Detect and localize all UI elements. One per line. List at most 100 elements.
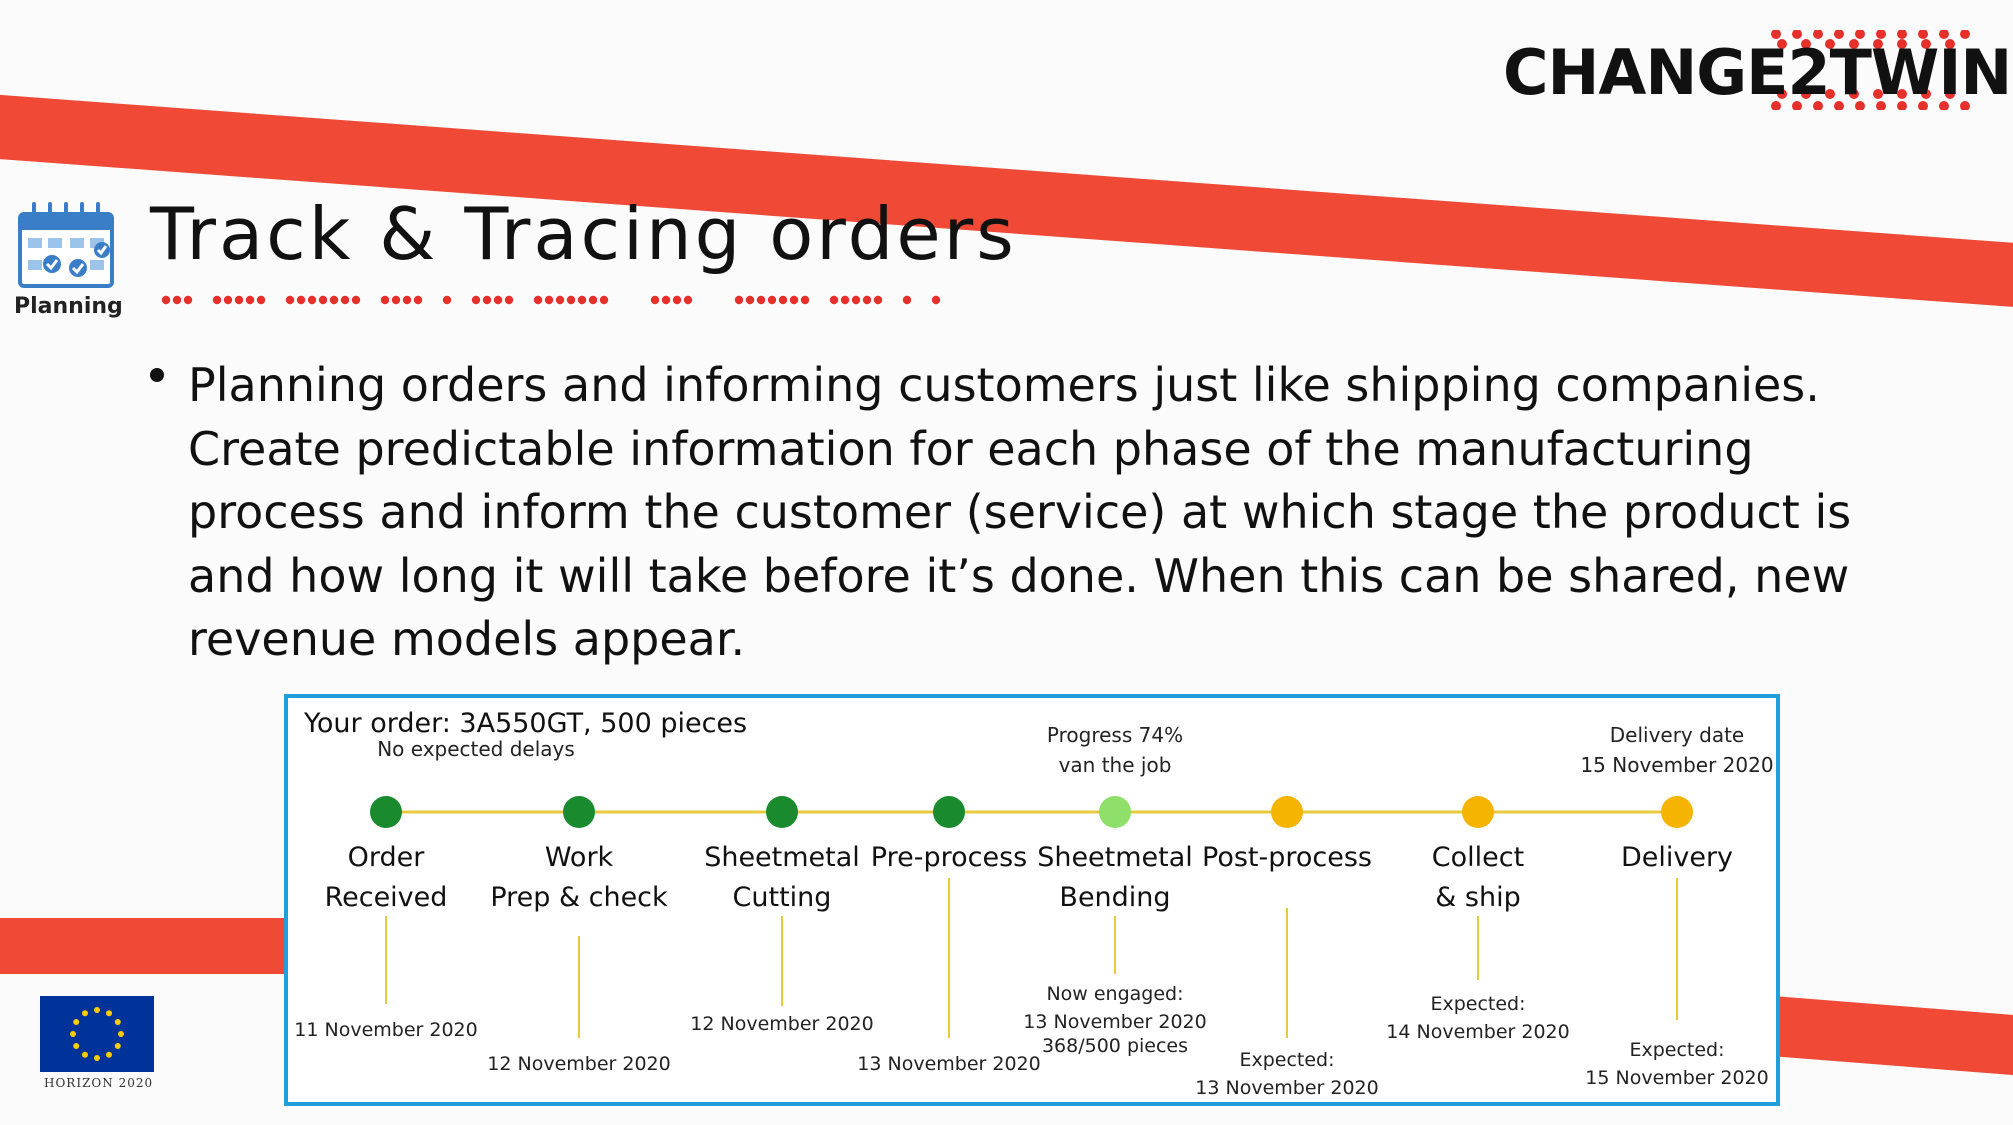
logo-dot	[1792, 101, 1802, 110]
stage-label: Received	[325, 882, 448, 913]
title-dot	[413, 295, 423, 305]
title-dot	[840, 295, 850, 305]
bullet-line: Create predictable information for each …	[188, 421, 1754, 476]
logo-dot	[1873, 89, 1883, 99]
title-dot	[307, 295, 317, 305]
title-dot	[172, 295, 182, 305]
title-dot	[234, 295, 244, 305]
logo-dot	[1918, 30, 1928, 39]
bullet-marker	[150, 368, 164, 382]
title-dot	[778, 295, 788, 305]
stage-bottom-note: 13 November 2020	[1023, 1011, 1206, 1033]
logo-dot	[1897, 39, 1907, 49]
stage-status-dot	[563, 796, 595, 828]
stage-label: Cutting	[733, 882, 832, 913]
stage-bottom-note: 13 November 2020	[857, 1053, 1040, 1075]
title-dot	[588, 295, 598, 305]
title-dot	[340, 295, 350, 305]
eu-star	[106, 1010, 112, 1017]
title-dot	[902, 295, 912, 305]
logo-dot	[1777, 39, 1787, 49]
stage-label: Bending	[1059, 882, 1170, 913]
logo-dot	[1855, 30, 1865, 39]
eu-star	[118, 1031, 124, 1037]
title-dot	[767, 295, 777, 305]
bullet-line: Planning orders and informing customers …	[188, 358, 1820, 412]
logo-dot	[1897, 89, 1907, 99]
logo-text: CHANGE2TWIN	[1503, 36, 2012, 109]
title-dot	[471, 295, 481, 305]
stage-status-dot	[370, 796, 402, 828]
eu-star	[114, 1043, 121, 1049]
planning-label: Planning	[14, 294, 123, 319]
logo-dot	[1801, 39, 1811, 49]
logo-dot	[1939, 30, 1949, 39]
stage-label: Pre-process	[871, 842, 1027, 873]
title-dot	[402, 295, 412, 305]
title-dot	[566, 295, 576, 305]
title-dot	[683, 295, 693, 305]
title-dot	[391, 295, 401, 305]
title-dot	[442, 295, 452, 305]
logo-dot	[1777, 89, 1787, 99]
title-dot	[183, 295, 193, 305]
title-dot	[734, 295, 744, 305]
eu-star	[73, 1019, 80, 1025]
title-dot	[351, 295, 361, 305]
logo-dot	[1939, 101, 1949, 110]
horizon-2020-label: HORIZON 2020	[44, 1076, 154, 1090]
title-dot	[829, 295, 839, 305]
title-dot	[212, 295, 222, 305]
logo-dot	[1825, 89, 1835, 99]
stage-top-note: 15 November 2020	[1580, 753, 1773, 777]
title-dot	[800, 295, 810, 305]
stage-label: Prep & check	[490, 882, 668, 913]
title-dot	[661, 295, 671, 305]
stage-label: & ship	[1435, 882, 1520, 913]
stage-bottom-note: 11 November 2020	[294, 1019, 477, 1041]
eu-star	[82, 1051, 88, 1058]
stage-label: Work	[545, 842, 614, 873]
right-stripe	[1755, 995, 2013, 1079]
logo-dot	[1801, 89, 1811, 99]
title-dot	[555, 295, 565, 305]
logo-dots	[1771, 30, 1970, 110]
stage-label: Post-process	[1202, 842, 1372, 873]
bullet-text: Planning orders and informing customers …	[188, 354, 1928, 672]
logo-dot	[1945, 89, 1955, 99]
logo-dot	[1897, 30, 1907, 39]
title-dot	[296, 295, 306, 305]
stage-bottom-note: Expected:	[1629, 1039, 1724, 1061]
logo-dot	[1921, 39, 1931, 49]
stage-label: Sheetmetal	[704, 842, 860, 873]
stage-bottom-note: 14 November 2020	[1386, 1021, 1569, 1043]
logo-dot	[1813, 101, 1823, 110]
logo-dot	[1945, 39, 1955, 49]
logo-dot	[1897, 101, 1907, 110]
logo-dot	[1960, 101, 1970, 110]
eu-star	[73, 1043, 80, 1049]
title-dot	[851, 295, 861, 305]
logo-dot	[1921, 89, 1931, 99]
title-dot	[256, 295, 266, 305]
stage-status-dot	[1661, 796, 1693, 828]
title-dot	[380, 295, 390, 305]
title-dot	[493, 295, 503, 305]
left-stripe	[0, 918, 300, 974]
stage-bottom-note: 12 November 2020	[690, 1013, 873, 1035]
stage-top-note: No expected delays	[377, 737, 575, 761]
stage-status-dot	[1462, 796, 1494, 828]
title-dot	[223, 295, 233, 305]
logo-dot	[1876, 101, 1886, 110]
eu-star	[82, 1010, 88, 1017]
eu-star	[70, 1031, 76, 1037]
title-dot	[862, 295, 872, 305]
stage-label: Delivery	[1621, 842, 1733, 873]
title-dot	[533, 295, 543, 305]
logo-dot	[1876, 30, 1886, 39]
eu-star	[114, 1019, 121, 1025]
stage-top-note: Progress 74%	[1047, 723, 1183, 747]
stage-bottom-note: 368/500 pieces	[1042, 1035, 1188, 1057]
